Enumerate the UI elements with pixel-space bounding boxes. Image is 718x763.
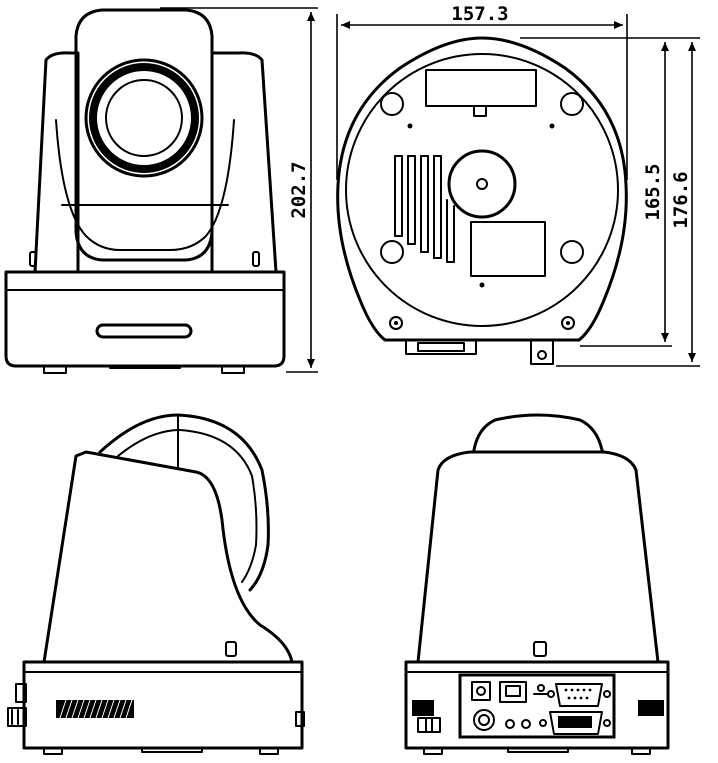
side-view xyxy=(7,413,305,755)
vent-slots xyxy=(394,155,455,263)
depth-inner-label: 165.5 xyxy=(642,163,664,220)
bottom-view xyxy=(336,36,628,365)
width-dimension: 157.3 xyxy=(336,3,628,180)
lens-ring xyxy=(89,63,199,173)
tripod-mount xyxy=(447,149,517,219)
width-label: 157.3 xyxy=(451,3,508,25)
io-panel xyxy=(458,673,616,739)
side-vent xyxy=(56,700,134,718)
depth-dimensions: 165.5 176.6 xyxy=(520,37,700,367)
rear-view xyxy=(404,413,670,755)
depth-outer-label: 176.6 xyxy=(670,171,692,228)
height-label: 202.7 xyxy=(288,161,310,218)
front-indicator-slot xyxy=(95,323,193,339)
front-view xyxy=(4,8,286,374)
height-dimension: 202.7 xyxy=(160,7,318,373)
